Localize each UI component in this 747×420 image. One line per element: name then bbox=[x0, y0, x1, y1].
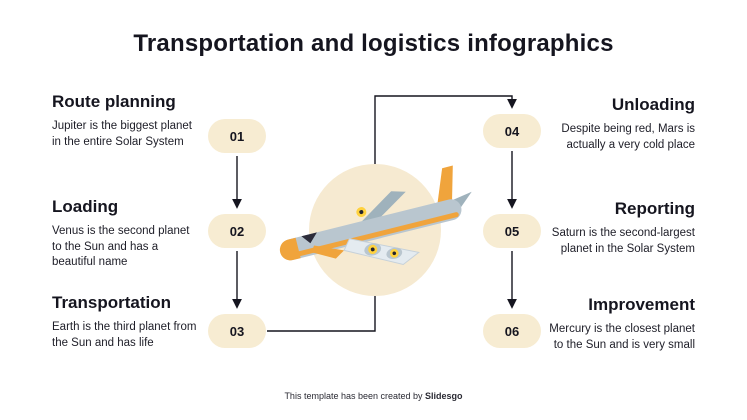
step-reporting: Reporting Saturn is the second-largest p… bbox=[545, 199, 695, 257]
step-description: Jupiter is the biggest planet in the ent… bbox=[52, 120, 193, 148]
page-title: Transportation and logistics infographic… bbox=[133, 30, 614, 57]
step-description: Despite being red, Mars is actually a ve… bbox=[561, 123, 695, 151]
step-heading: Unloading bbox=[611, 95, 695, 114]
plane-icon bbox=[279, 165, 472, 266]
step-unloading: Unloading Despite being red, Mars is act… bbox=[545, 95, 695, 153]
plane-engine-hub-1 bbox=[370, 247, 375, 252]
step-description: Mercury is the closest planet to the Sun… bbox=[549, 323, 695, 351]
step-route-planning: Route planning Jupiter is the biggest pl… bbox=[52, 92, 202, 150]
step-heading: Transportation bbox=[52, 293, 172, 312]
step-heading: Route planning bbox=[52, 92, 176, 111]
plane-far-wing bbox=[356, 191, 406, 227]
plane-tail-fin bbox=[437, 165, 453, 204]
plane-belly-stripe bbox=[295, 212, 459, 257]
step-transportation: Transportation Earth is the third planet… bbox=[52, 293, 202, 351]
step-description: Earth is the third planet from the Sun a… bbox=[52, 321, 197, 349]
arrow-03-04-connector bbox=[267, 95, 517, 332]
step-description: Saturn is the second-largest planet in t… bbox=[551, 227, 695, 255]
plane-top-engine-hub bbox=[359, 210, 364, 215]
plane-canard bbox=[311, 245, 345, 259]
plane-engine-hub-2 bbox=[392, 251, 397, 256]
plane-illustration bbox=[279, 164, 472, 296]
step-number-badge: 03 bbox=[208, 314, 266, 348]
step-heading: Loading bbox=[52, 197, 119, 216]
plane-nose-cone bbox=[279, 237, 301, 261]
step-number-badge: 01 bbox=[208, 119, 266, 153]
plane-cockpit-window bbox=[301, 232, 317, 244]
step-improvement: Improvement Mercury is the closest plane… bbox=[545, 295, 695, 353]
step-heading: Improvement bbox=[588, 295, 695, 314]
step-description: Venus is the second planet to the Sun an… bbox=[52, 225, 190, 269]
step-heading: Reporting bbox=[614, 199, 695, 218]
step-number-badge: 05 bbox=[483, 214, 541, 248]
step-number-badge: 02 bbox=[208, 214, 266, 248]
footer-brand: Slidesgo bbox=[425, 391, 463, 401]
footer-credit: This template has been created by Slides… bbox=[0, 391, 747, 401]
step-loading: Loading Venus is the second planet to th… bbox=[52, 197, 202, 271]
footer-text: This template has been created by bbox=[284, 391, 426, 401]
step-number-badge: 04 bbox=[483, 114, 541, 148]
step-number-badge: 06 bbox=[483, 314, 541, 348]
